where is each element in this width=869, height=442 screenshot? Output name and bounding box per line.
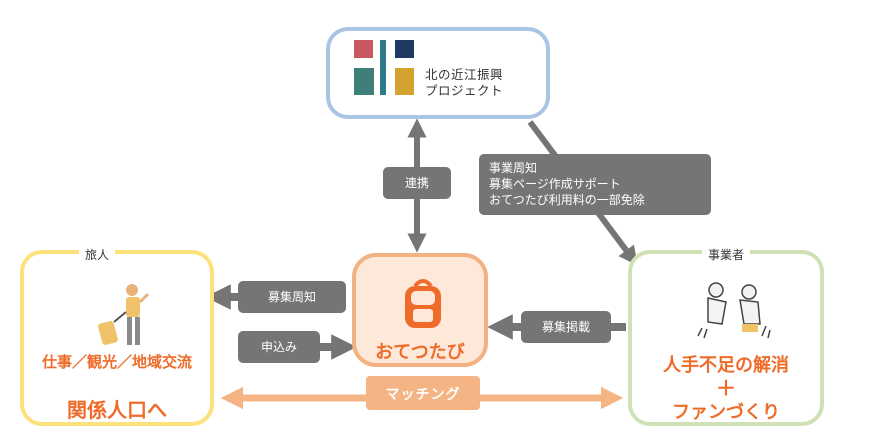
logo-square-red: [354, 40, 373, 58]
traveler-activities: 仕事／観光／地域交流: [41, 353, 192, 371]
support-label: 事業周知 募集ページ作成サポート おてつたび利用料の一部免除: [479, 154, 711, 215]
support-line: 募集ページ作成サポート: [489, 177, 621, 191]
renkei-label: 連携: [383, 167, 451, 199]
business-benefit-2: ファンづくり: [672, 402, 780, 423]
matching-pill: [366, 376, 480, 410]
support-line: おてつたび利用料の一部免除: [489, 193, 645, 207]
logo-bar: [380, 40, 386, 95]
boshu-keisai-label: 募集掲載: [521, 311, 611, 343]
business-box: [628, 250, 824, 426]
logo-square-teal: [354, 68, 374, 95]
otetsutabi-box: [352, 253, 488, 367]
moushikomi-label: 申込み: [238, 331, 320, 363]
matching-label: マッチング: [385, 387, 461, 403]
traveler-title: 旅人: [78, 246, 116, 263]
farmers-illustration: [697, 282, 771, 339]
business-title: 事業者: [701, 246, 751, 263]
logo-square-gold: [395, 68, 414, 95]
traveler-box: [20, 250, 214, 426]
otetsutabi-label: おてつたび: [375, 342, 465, 363]
project-name-line1: 北の近江振興: [425, 67, 504, 82]
boshu-shuchi-label: 募集周知: [238, 281, 346, 313]
backpack-icon: [405, 279, 441, 328]
support-line: 事業周知: [489, 161, 538, 175]
business-benefit-1: 人手不足の解消: [663, 355, 789, 376]
logo-square-navy: [395, 40, 414, 58]
project-name: 北の近江振興プロジェクト: [425, 67, 503, 99]
business-plus: ＋: [716, 376, 736, 400]
project-box: 北の近江振興プロジェクト: [326, 27, 550, 119]
project-name-line2: プロジェクト: [425, 83, 504, 98]
traveler-goal: 関係人口へ: [67, 398, 167, 422]
traveler-illustration: [98, 284, 150, 346]
